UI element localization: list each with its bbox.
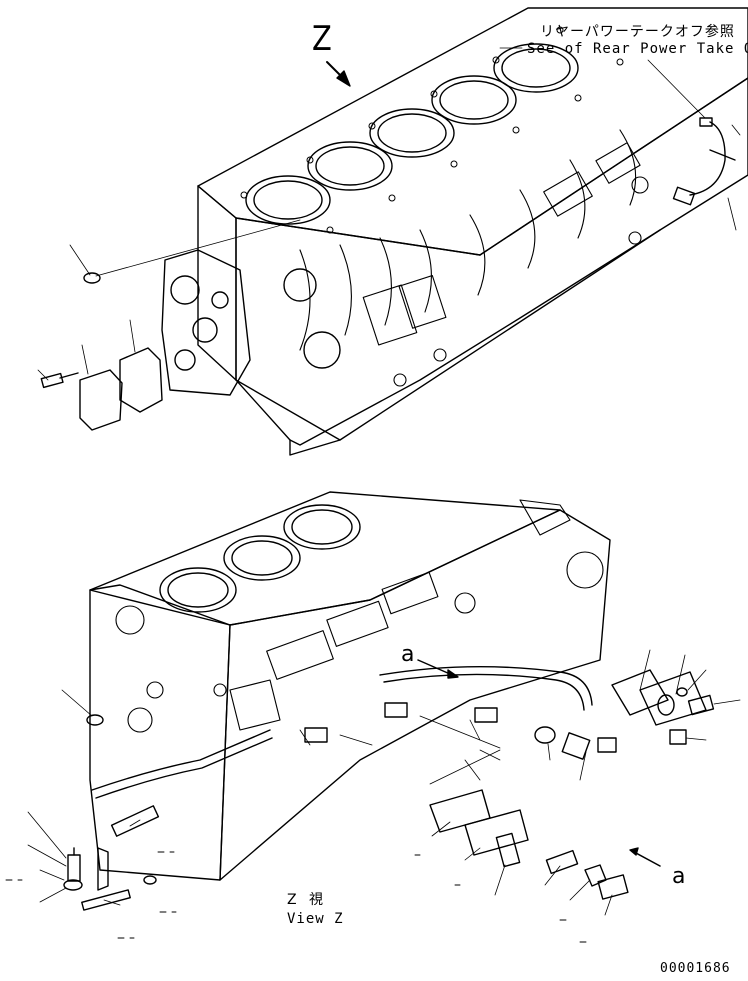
- lower-pipe: [91, 665, 593, 837]
- upper-cylinder-block: [37, 7, 748, 456]
- lower-leaders: [27, 649, 741, 916]
- upper-sensor-harness: [672, 117, 736, 206]
- callout-a-lower: a: [672, 864, 686, 889]
- view-caption-en: View Z: [287, 911, 344, 927]
- upper-leaders: [37, 47, 741, 381]
- callout-a-arrows: [417, 659, 661, 867]
- upper-deck-holes: [240, 26, 624, 234]
- drawing-number: 00001686: [660, 961, 731, 976]
- lower-bores: [159, 504, 361, 613]
- lower-cylinder-block: [5, 491, 741, 943]
- reference-note-en: See of Rear Power Take Off: [527, 41, 748, 57]
- lower-right-hardware: [304, 669, 715, 900]
- view-caption-jp: Z 視: [287, 892, 328, 908]
- upper-bores: [245, 43, 579, 225]
- upper-front-plate: [161, 249, 341, 396]
- reference-note-jp: リヤーパワーテークオフ参照: [540, 24, 735, 40]
- lower-side-details: [115, 499, 604, 733]
- lower-ticks: [5, 851, 587, 943]
- view-arrow-icon: [326, 61, 351, 87]
- upper-cover-parts: [40, 219, 301, 431]
- view-letter-z: Z: [312, 19, 332, 59]
- lower-left-hardware: [63, 714, 157, 911]
- callout-a-upper: a: [401, 642, 415, 667]
- upper-side-webs: [299, 129, 649, 387]
